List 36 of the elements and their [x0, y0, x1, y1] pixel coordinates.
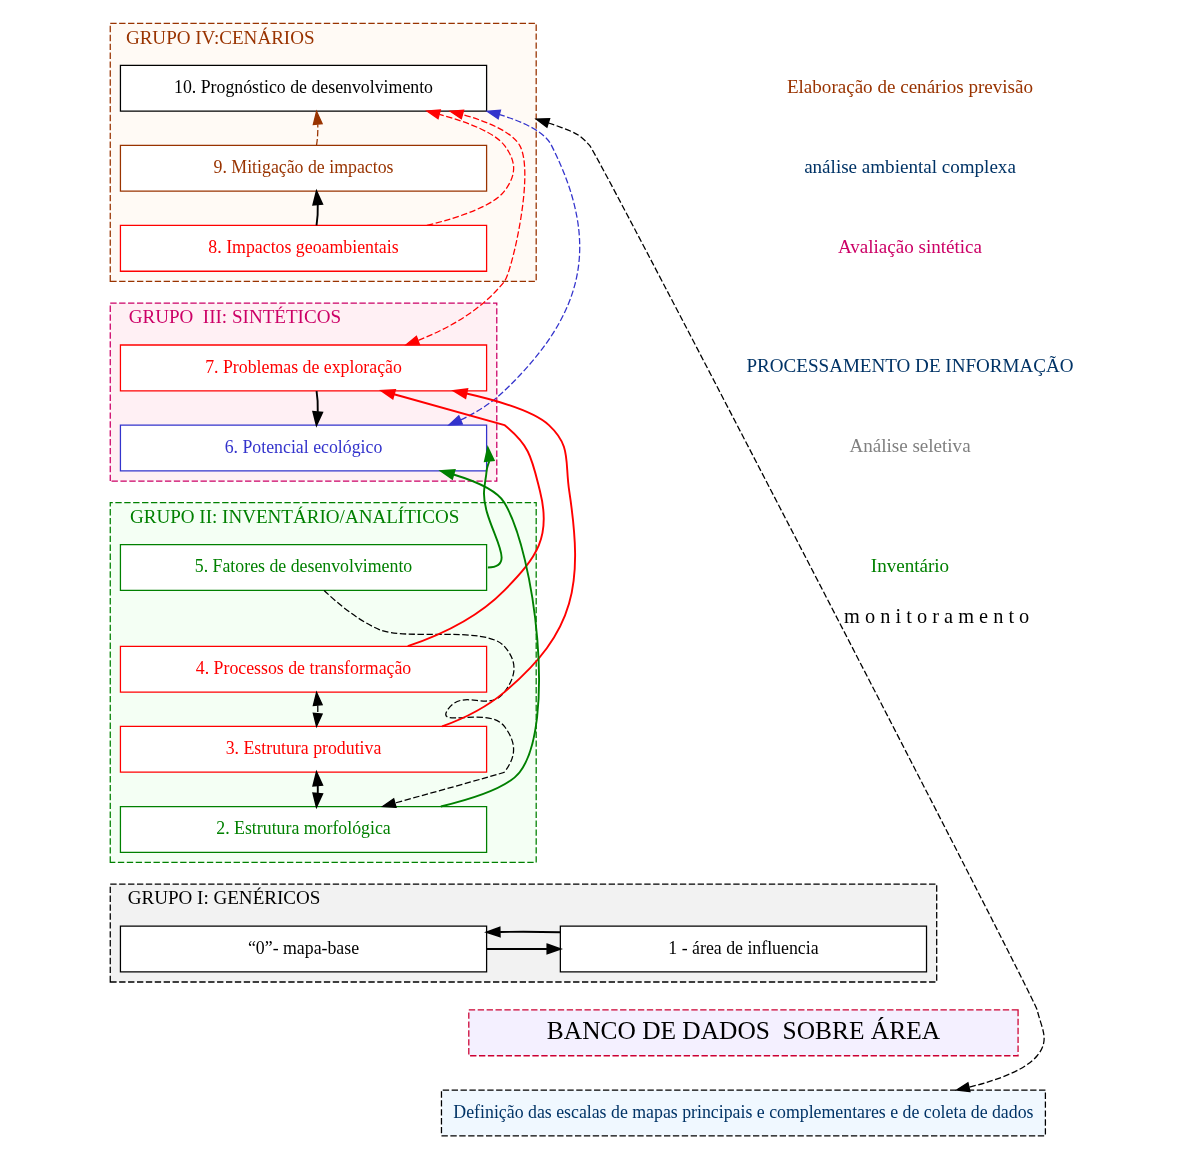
arrow — [534, 118, 1045, 1093]
arrow — [312, 188, 324, 227]
node-box: 5. Fatores de desenvolvimento — [119, 544, 488, 592]
node-box: “0”- mapa-base — [119, 925, 488, 973]
arrow — [323, 589, 515, 808]
arrow — [486, 943, 563, 955]
label: análise ambiental complexa — [804, 155, 1016, 177]
arrow — [312, 390, 324, 428]
arrow — [438, 469, 540, 808]
node-box: BANCO DE DADOS SOBRE ÁREA — [468, 1009, 1019, 1057]
arrow — [404, 109, 526, 346]
arrow — [312, 109, 324, 146]
arrow — [378, 388, 545, 648]
node-box: 9. Mitigação de impactos — [119, 144, 488, 192]
arrow — [484, 926, 562, 938]
node-box: 7. Problemas de exploração — [119, 344, 488, 392]
label: Elaboração de cenários previsão — [786, 75, 1034, 97]
edge-label: m o n i t o r a m e n t o — [844, 605, 1030, 628]
arrow — [441, 388, 577, 728]
label: Análise seletiva — [849, 435, 971, 457]
arrow — [447, 109, 581, 426]
label: PROCESSAMENTO DE INFORMAÇÃO — [746, 355, 1074, 377]
node-box: 1 - área de influencia — [559, 925, 928, 973]
node-box: 3. Estrutura produtiva — [119, 725, 488, 773]
node-box: 2. Estrutura morfológica — [119, 805, 488, 853]
node-box: 4. Processos de transformação — [119, 645, 488, 693]
node-box: 8. Impactos geoambientais — [119, 224, 488, 272]
label: Avaliação sintética — [837, 235, 983, 257]
node-box: Definição das escalas de mapas principais e complementares e de coleta de dados — [440, 1089, 1047, 1137]
arrow — [483, 445, 503, 569]
node-box: 6. Potencial ecológico — [119, 424, 488, 472]
arrow — [312, 690, 324, 729]
node-box: 10. Prognóstico de desenvolvimento — [119, 64, 488, 112]
label: Inventário — [870, 554, 950, 576]
arrow — [312, 769, 324, 810]
arrow — [425, 109, 515, 227]
